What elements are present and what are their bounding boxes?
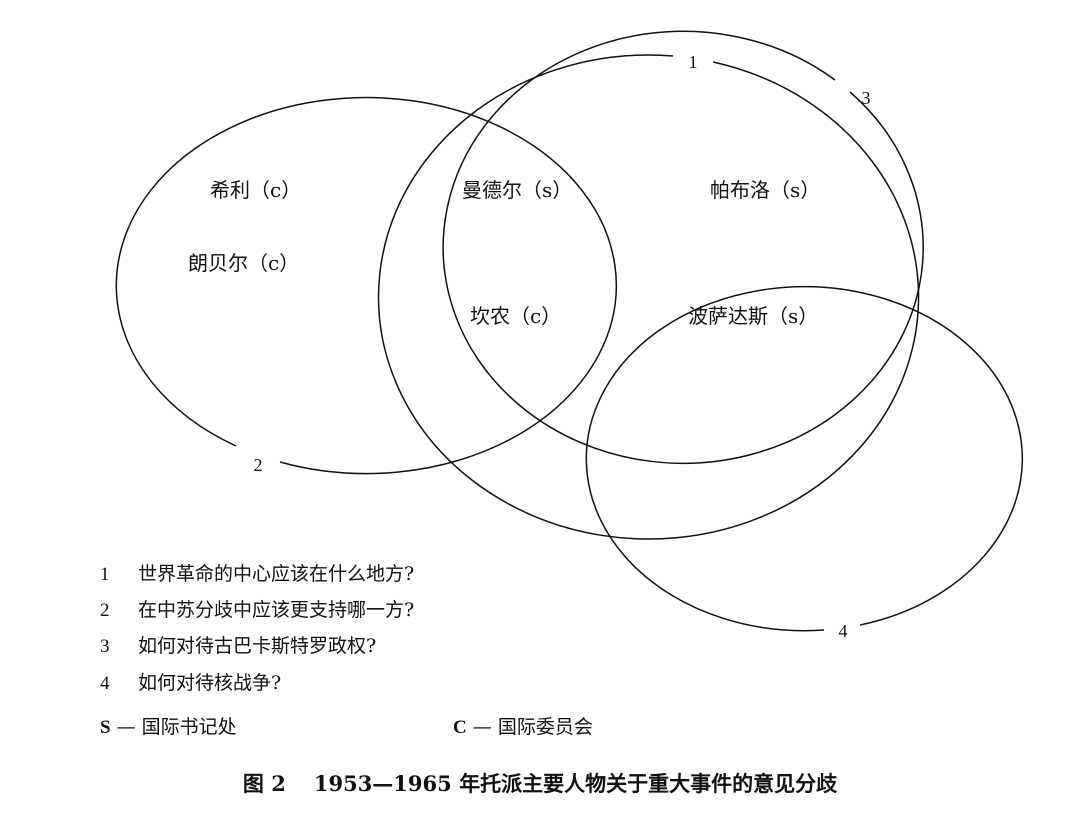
question-number: 1: [100, 564, 110, 585]
circle-2-number: 2: [254, 455, 263, 475]
figure-caption: 图 2 1953—1965 年托派主要人物关于重大事件的意见分歧: [0, 768, 1080, 798]
key-committee: C — 国际委员会: [453, 712, 593, 739]
circle-4-outline: [585, 285, 1024, 632]
person-lambert: 朗贝尔（c）: [188, 251, 299, 275]
circle-3-number: 3: [862, 88, 871, 108]
question-number: 4: [100, 673, 110, 694]
person-cannon: 坎农（c）: [470, 304, 561, 328]
circle-3-outline: [442, 30, 924, 464]
person-posadas: 波萨达斯（s）: [688, 304, 818, 328]
question-text: 如何对待古巴卡斯特罗政权?: [138, 635, 377, 657]
key-dash: —: [116, 716, 136, 738]
question-text: 世界革命的中心应该在什么地方?: [138, 563, 415, 585]
question-number: 3: [100, 636, 110, 657]
question-1: 1 世界革命的中心应该在什么地方?: [100, 562, 414, 587]
person-healy: 希利（c）: [210, 178, 301, 202]
key-secretariat: S — 国际书记处: [100, 712, 237, 739]
question-text: 如何对待核战争?: [138, 672, 282, 694]
key-code: C: [453, 717, 467, 738]
figure-number: 图 2: [242, 771, 286, 796]
circle-1-number: 1: [689, 52, 698, 72]
question-4: 4 如何对待核战争?: [100, 671, 281, 696]
circle-2-outline: [115, 96, 618, 475]
venn-diagram: 1 2 3 4 希利（c） 朗贝尔（c） 曼德尔（s） 坎农（c） 帕布洛（s）…: [115, 30, 1024, 641]
question-number: 2: [100, 600, 110, 621]
key-dash: —: [472, 716, 492, 738]
key-code: S: [100, 717, 111, 738]
figure-title: 1953—1965 年托派主要人物关于重大事件的意见分歧: [313, 771, 838, 796]
question-3: 3 如何对待古巴卡斯特罗政权?: [100, 634, 376, 659]
person-pablo: 帕布洛（s）: [710, 178, 820, 202]
question-2: 2 在中苏分歧中应该更支持哪一方?: [100, 598, 414, 623]
key-text: 国际书记处: [141, 716, 237, 738]
circle-4-number: 4: [839, 621, 848, 641]
key-text: 国际委员会: [497, 716, 593, 738]
question-text: 在中苏分歧中应该更支持哪一方?: [138, 599, 415, 621]
circle-1-outline: [377, 54, 920, 540]
person-mandel: 曼德尔（s）: [462, 178, 572, 202]
